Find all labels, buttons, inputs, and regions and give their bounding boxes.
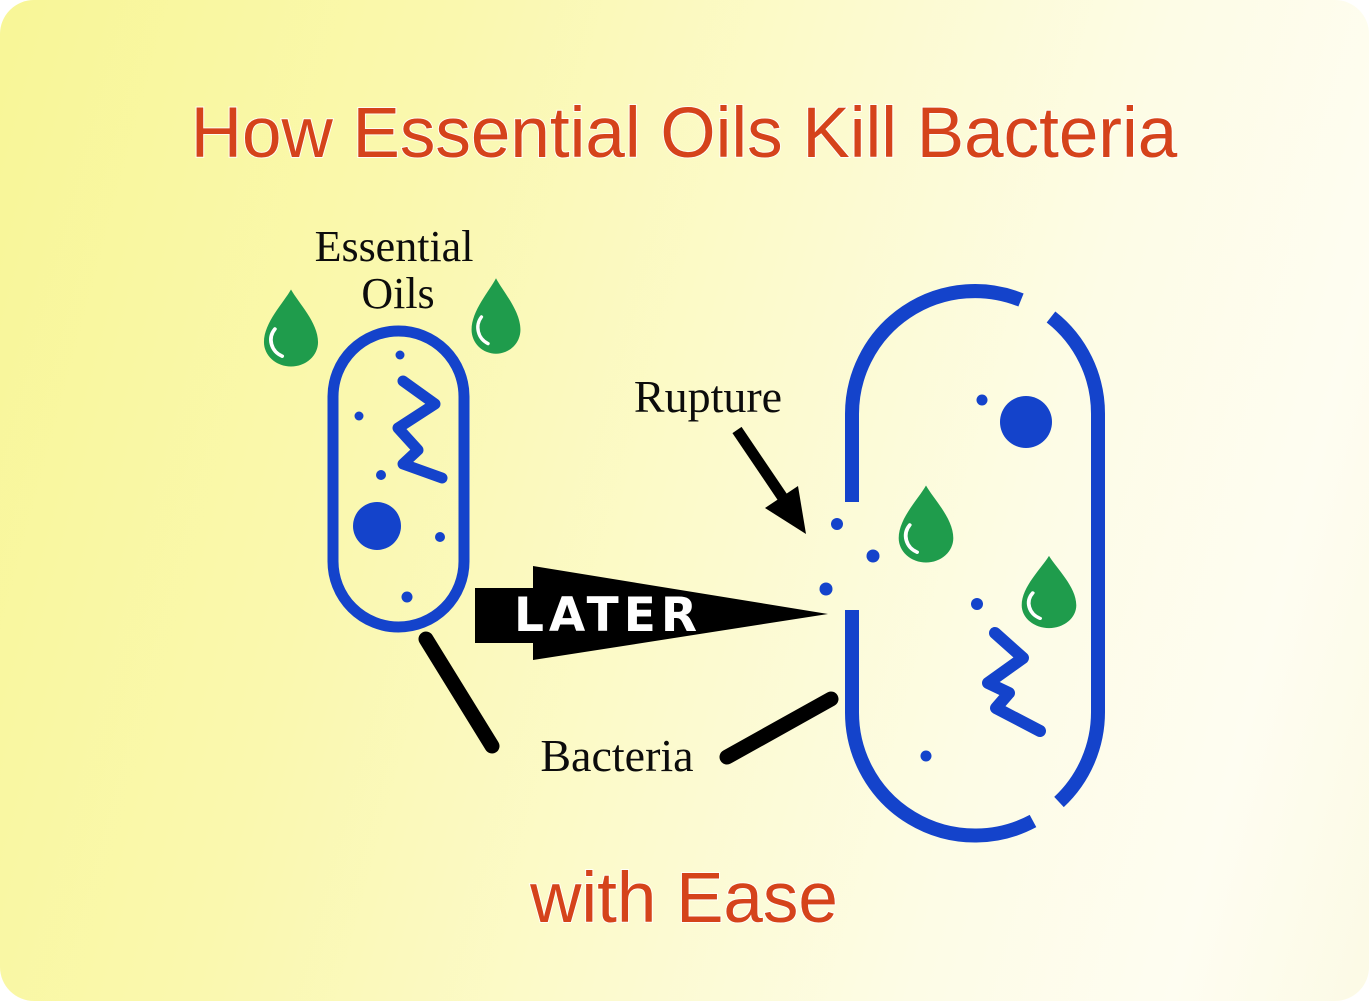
later-arrow: LATER	[475, 566, 828, 660]
rupture-label: Rupture	[634, 371, 782, 422]
page-title: How Essential Oils Kill Bacteria	[191, 94, 1178, 173]
leaked-dot	[866, 549, 880, 563]
leaked-dot	[819, 582, 833, 596]
oil-droplet-icon-top-right	[469, 276, 523, 356]
oil-droplet-icon-top-left	[262, 287, 320, 369]
leaking-contents	[819, 518, 880, 596]
essential-oils-label-line2: Oils	[361, 269, 434, 318]
ribosome-dot	[376, 470, 386, 480]
bacteria-leader-line-left	[418, 631, 500, 754]
ribosome-dot	[354, 411, 364, 421]
later-arrow-label: LATER	[514, 588, 702, 643]
healthy-bacterium	[327, 325, 470, 633]
page-subtitle: with Ease	[529, 859, 838, 938]
rupture-arrow-shaft	[732, 426, 788, 502]
ruptured-bacterium	[819, 284, 1106, 843]
oil-droplet-icon-inside-upper	[896, 483, 956, 565]
ribosome-dot	[401, 591, 413, 603]
bacterium-membrane	[327, 325, 470, 633]
ribosome-dot	[920, 750, 932, 762]
ribosome-dot	[435, 532, 445, 542]
rupture-arrow-head	[765, 486, 806, 534]
membrane-segment-top-left	[845, 284, 1024, 502]
dna-squiggle	[392, 375, 448, 484]
membrane-segment-bottom-left	[844, 610, 1037, 843]
leaked-dot	[831, 518, 843, 530]
bacteria-label: Bacteria	[540, 730, 693, 781]
essential-oils-label: Essential Oils	[315, 222, 474, 318]
bacteria-annotation: Bacteria	[418, 631, 839, 781]
membrane-segment-right	[1046, 311, 1106, 808]
later-arrow-shape	[475, 566, 828, 660]
rupture-annotation: Rupture	[634, 371, 806, 534]
dna-squiggle	[982, 627, 1046, 737]
bacteria-leader-line-right	[719, 691, 839, 765]
oil-droplet-icon-inside-lower	[1019, 554, 1079, 630]
ribosome-dot	[971, 598, 983, 610]
nucleoid-circle	[353, 502, 401, 550]
ribosome-dot	[976, 394, 988, 406]
essential-oils-label-line1: Essential	[315, 222, 474, 271]
ribosome-dot	[395, 350, 405, 360]
nucleoid-circle	[1000, 396, 1052, 448]
